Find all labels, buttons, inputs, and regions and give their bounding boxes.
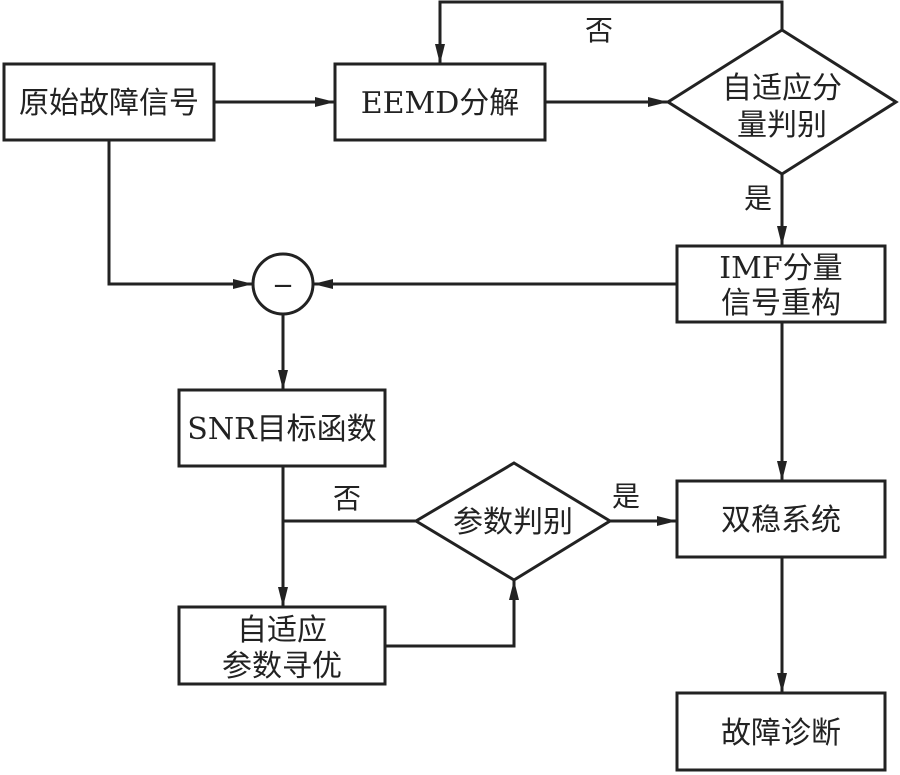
node-subtract: − bbox=[251, 252, 315, 316]
edge-optimize-to-param-judge bbox=[385, 580, 519, 648]
node-raw-signal-label: 原始故障信号 bbox=[19, 86, 199, 121]
edge-raw-to-subtract bbox=[107, 140, 253, 289]
edge-label-param-yes: 是 bbox=[612, 480, 640, 513]
node-bistable-label: 双稳系统 bbox=[721, 503, 841, 538]
node-imf-reconstruct-label-line1: IMF分量 bbox=[719, 251, 842, 286]
node-eemd-label: EEMD分解 bbox=[361, 86, 520, 121]
node-adaptive-judge-label-line1: 自适应分 bbox=[722, 71, 842, 106]
node-imf-reconstruct: IMF分量 信号重构 bbox=[675, 244, 887, 324]
node-param-optimize: 自适应 参数寻优 bbox=[177, 605, 387, 686]
edge-label-adaptive-no: 否 bbox=[585, 14, 613, 47]
node-param-judge: 参数判别 bbox=[413, 461, 613, 582]
node-diagnosis-label: 故障诊断 bbox=[721, 716, 841, 751]
node-raw-signal: 原始故障信号 bbox=[2, 62, 216, 142]
node-adaptive-judge: 自适应分 量判别 bbox=[665, 28, 899, 176]
edge-label-adaptive-yes: 是 bbox=[744, 182, 772, 215]
node-eemd: EEMD分解 bbox=[333, 62, 547, 142]
edge-adaptive-no-loop bbox=[435, 0, 784, 64]
minus-icon: − bbox=[272, 271, 294, 301]
node-param-optimize-label-line2: 参数寻优 bbox=[222, 649, 342, 684]
node-bistable: 双稳系统 bbox=[675, 479, 887, 559]
node-param-optimize-label-line1: 自适应 bbox=[237, 613, 327, 648]
node-diagnosis: 故障诊断 bbox=[675, 691, 887, 772]
node-imf-reconstruct-label-line2: 信号重构 bbox=[721, 286, 841, 321]
node-param-judge-label: 参数判别 bbox=[453, 505, 573, 540]
edge-label-param-no: 否 bbox=[333, 482, 361, 515]
node-snr-label: SNR目标函数 bbox=[187, 412, 376, 447]
node-adaptive-judge-label-line2: 量判别 bbox=[737, 108, 827, 143]
node-snr: SNR目标函数 bbox=[177, 388, 387, 468]
